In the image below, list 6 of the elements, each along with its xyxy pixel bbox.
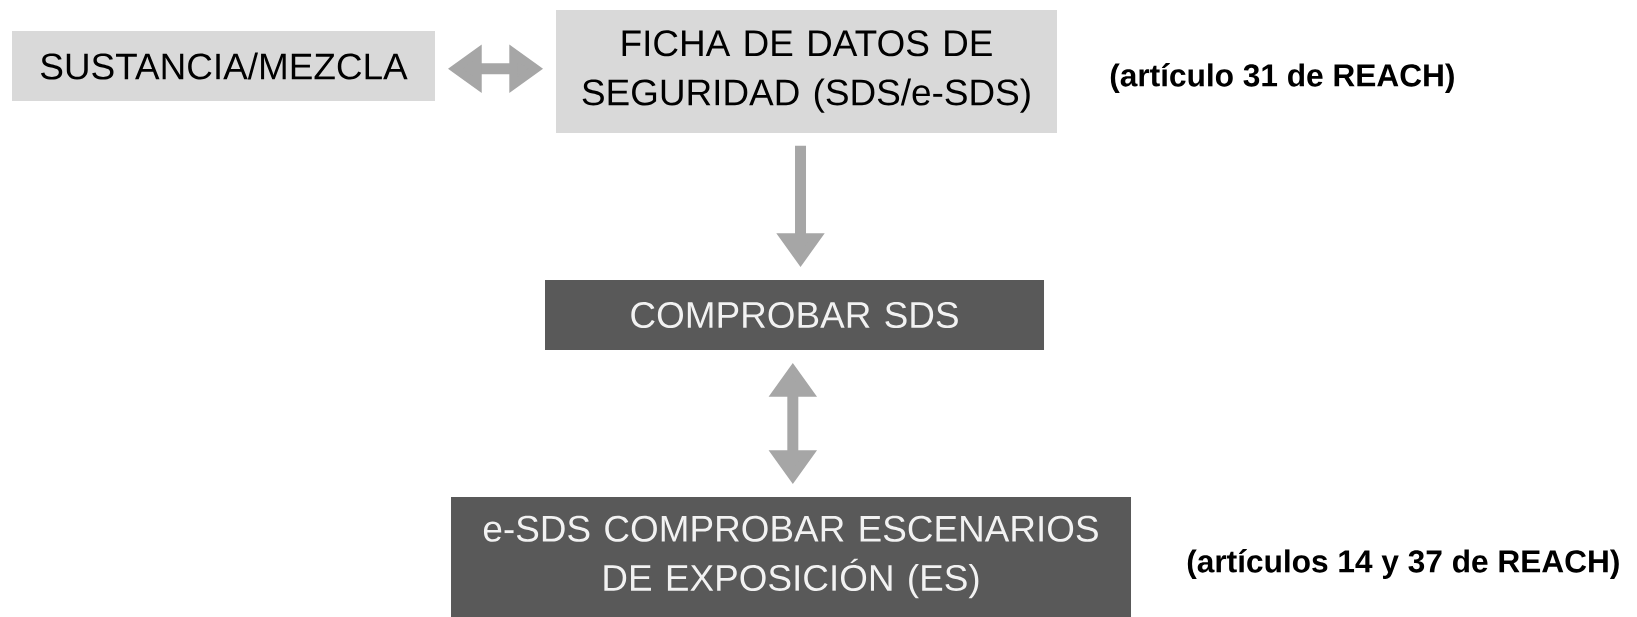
process-box: SUSTANCIA/MEZCLA (12, 31, 435, 101)
reference-note: (artículos 14 y 37 de REACH) (1187, 549, 1619, 579)
process-box: COMPROBAR SDS (545, 280, 1044, 350)
reference-note: (artículo 31 de REACH) (1110, 63, 1454, 93)
process-box: FICHA DE DATOS DE SEGURIDAD (SDS/e-SDS) (556, 10, 1057, 133)
process-box: e-SDS COMPROBAR ESCENARIOS DE EXPOSICIÓN (ES) (451, 497, 1131, 617)
